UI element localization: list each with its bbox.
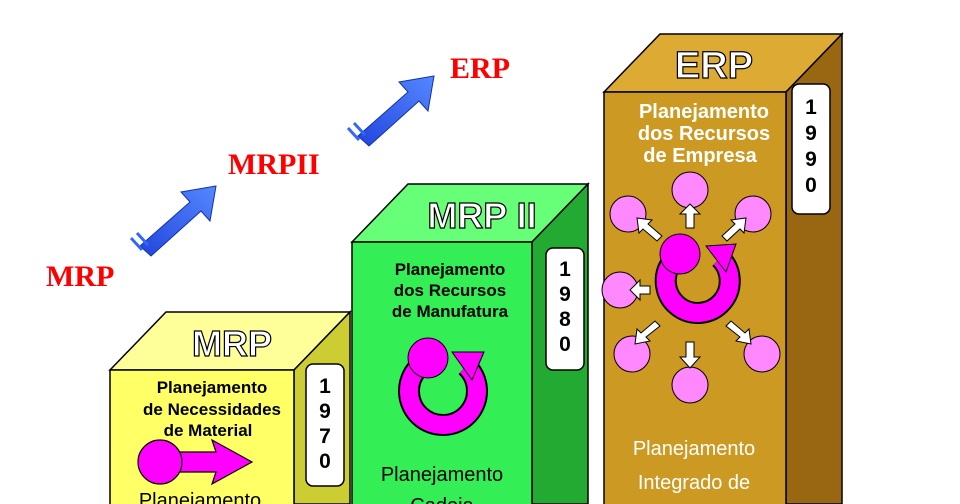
box-bottom-text: Cadeia [410, 495, 474, 504]
box-title: ERP [675, 45, 753, 87]
box-mrpii: MRP II Planejamento dos Recursos de Manu… [350, 182, 590, 504]
stair-label-mrpii: MRPII [228, 148, 320, 181]
box-subtitle-line: Planejamento [639, 101, 769, 123]
box-title: MRP II [427, 195, 536, 236]
year-badge [545, 247, 585, 371]
year-digit: 9 [319, 400, 331, 423]
year-digit: 9 [559, 283, 571, 306]
cycle-icon [398, 337, 488, 437]
magenta-arrow-icon [137, 438, 254, 486]
radiating-bubbles-icon [601, 171, 781, 404]
year-digit: 9 [805, 148, 817, 171]
year-digit: 1 [319, 375, 331, 398]
box-subtitle-line: Planejamento [395, 260, 506, 279]
cycle-icon [654, 233, 741, 324]
box-subtitle-line: de Manufatura [392, 302, 509, 321]
box-subtitle-line: de Necessidades [143, 400, 281, 419]
box-erp: ERP Planejamento dos Recursos de Empresa… [601, 32, 844, 504]
year-digit: 1 [559, 258, 571, 281]
up-right-arrow-icon [129, 185, 217, 257]
year-digit: 1 [805, 96, 817, 119]
box-bottom-text: Planejamento [381, 464, 503, 486]
year-digit: 8 [559, 308, 571, 331]
box-bottom-text: Planejamento [633, 438, 755, 460]
box-subtitle-line: Planejamento [157, 378, 268, 397]
year-digit: 0 [559, 333, 571, 356]
box-subtitle-line: de Empresa [643, 145, 757, 167]
box-subtitle-line: dos Recursos [394, 281, 506, 300]
box-title: MRP [192, 323, 272, 364]
year-digit: 7 [319, 425, 331, 448]
up-right-arrow-icon [346, 75, 435, 147]
box-bottom-text: Planejamento [139, 490, 261, 504]
box-subtitle-line: dos Recursos [638, 123, 770, 145]
box-mrp: MRP Planejamento de Necessidades de Mate… [108, 310, 352, 504]
stair-label-erp: ERP [450, 52, 510, 85]
year-badge [791, 83, 831, 215]
box-subtitle-line: de Material [164, 421, 253, 440]
box-bottom-text: Integrado de [638, 472, 750, 494]
stair-label-mrp: MRP [46, 260, 114, 293]
year-badge [305, 363, 345, 487]
year-digit: 9 [805, 122, 817, 145]
year-digit: 0 [319, 450, 331, 473]
year-digit: 0 [805, 174, 817, 197]
